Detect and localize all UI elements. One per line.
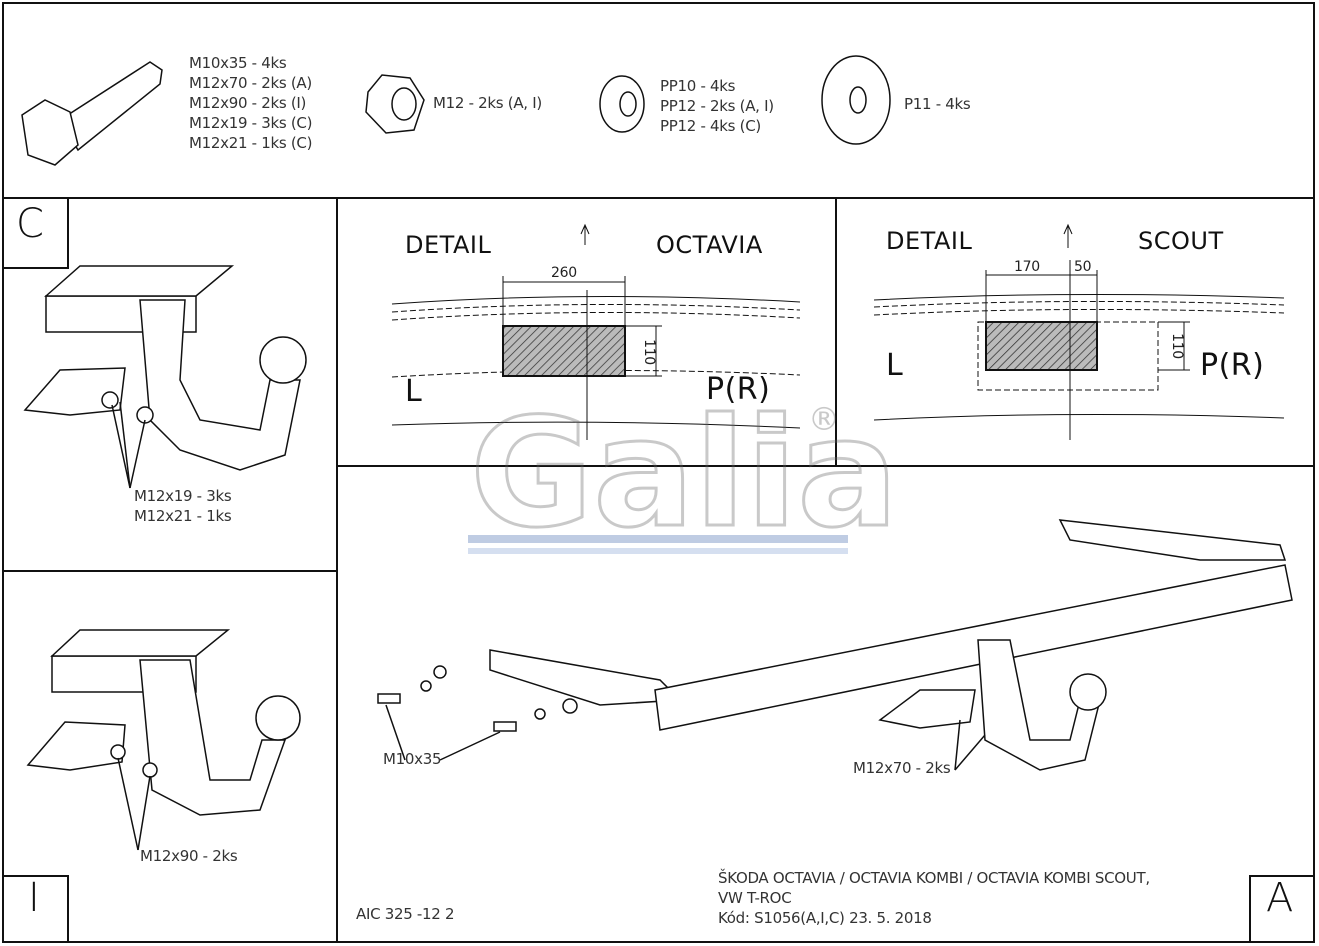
side-right: P(R) <box>706 372 771 407</box>
panel-i-callout: M12x90 - 2ks <box>140 847 238 865</box>
washer-item: PP12 - 4ks (C) <box>660 117 761 135</box>
callout-line: M12x19 - 3ks <box>134 487 232 505</box>
washer-item: PP12 - 2ks (A, I) <box>660 97 774 115</box>
detail-octavia-model: OCTAVIA <box>656 231 763 259</box>
detail-octavia-title: DETAIL <box>405 231 492 259</box>
side-right: P(R) <box>1200 348 1265 383</box>
galia-logo: Galia ® <box>468 386 900 563</box>
towbar-a-illustration <box>377 519 1293 771</box>
side-left: L <box>405 374 423 409</box>
vehicles-line: VW T-ROC <box>718 889 792 907</box>
bolt-item: M12x19 - 3ks (C) <box>189 114 313 132</box>
panel-c-label: C <box>16 201 44 247</box>
detail-scout-model: SCOUT <box>1138 227 1224 255</box>
dim-width-2: 50 <box>1074 259 1092 275</box>
panel-c-callout: M12x19 - 3ks M12x21 - 1ks <box>134 486 232 526</box>
towbar-c-illustration <box>23 265 307 489</box>
drawing-code: AIC 325 -12 2 <box>356 905 455 923</box>
dim-height: 110 <box>1168 333 1185 359</box>
bolt-item: M10x35 - 4ks <box>189 54 287 72</box>
dim-height: 110 <box>640 339 657 365</box>
vehicles-line: ŠKODA OCTAVIA / OCTAVIA KOMBI / OCTAVIA … <box>718 869 1150 887</box>
nut-icon <box>365 74 425 134</box>
detail-octavia-drawing <box>391 223 801 440</box>
side-left: L <box>886 348 904 383</box>
svg-text:Galia: Galia <box>470 387 898 561</box>
large-washer-label: P11 - 4ks <box>904 95 971 113</box>
product-code-date: Kód: S1056(A,I,C) 23. 5. 2018 <box>718 909 932 927</box>
nut-label: M12 - 2ks (A, I) <box>433 94 542 112</box>
towbar-i-illustration <box>26 629 301 851</box>
panel-a-label: A <box>1266 875 1294 921</box>
panel-a-arm-callout: M12x70 - 2ks <box>853 759 951 777</box>
svg-text:®: ® <box>808 400 840 438</box>
dim-width-1: 170 <box>1014 259 1040 275</box>
bolt-list: M10x35 - 4ks M12x70 - 2ks (A) M12x90 - 2… <box>189 53 312 153</box>
detail-scout-title: DETAIL <box>886 227 973 255</box>
callout-line: M12x21 - 1ks <box>134 507 232 525</box>
bolt-icon <box>21 61 163 166</box>
dim-width: 260 <box>551 265 577 281</box>
bolt-item: M12x21 - 1ks (C) <box>189 134 313 152</box>
washer-item: PP10 - 4ks <box>660 77 736 95</box>
bolt-item: M12x90 - 2ks (I) <box>189 94 307 112</box>
large-washer-icon <box>821 55 891 145</box>
bolt-item: M12x70 - 2ks (A) <box>189 74 312 92</box>
washer-list: PP10 - 4ks PP12 - 2ks (A, I) PP12 - 4ks … <box>660 76 774 136</box>
detail-scout-drawing <box>873 223 1285 440</box>
panel-a-bolt-callout: M10x35 <box>383 750 442 768</box>
panel-i-label: I <box>28 875 40 921</box>
washer-icon <box>599 75 645 133</box>
title-block: ŠKODA OCTAVIA / OCTAVIA KOMBI / OCTAVIA … <box>718 868 1150 928</box>
